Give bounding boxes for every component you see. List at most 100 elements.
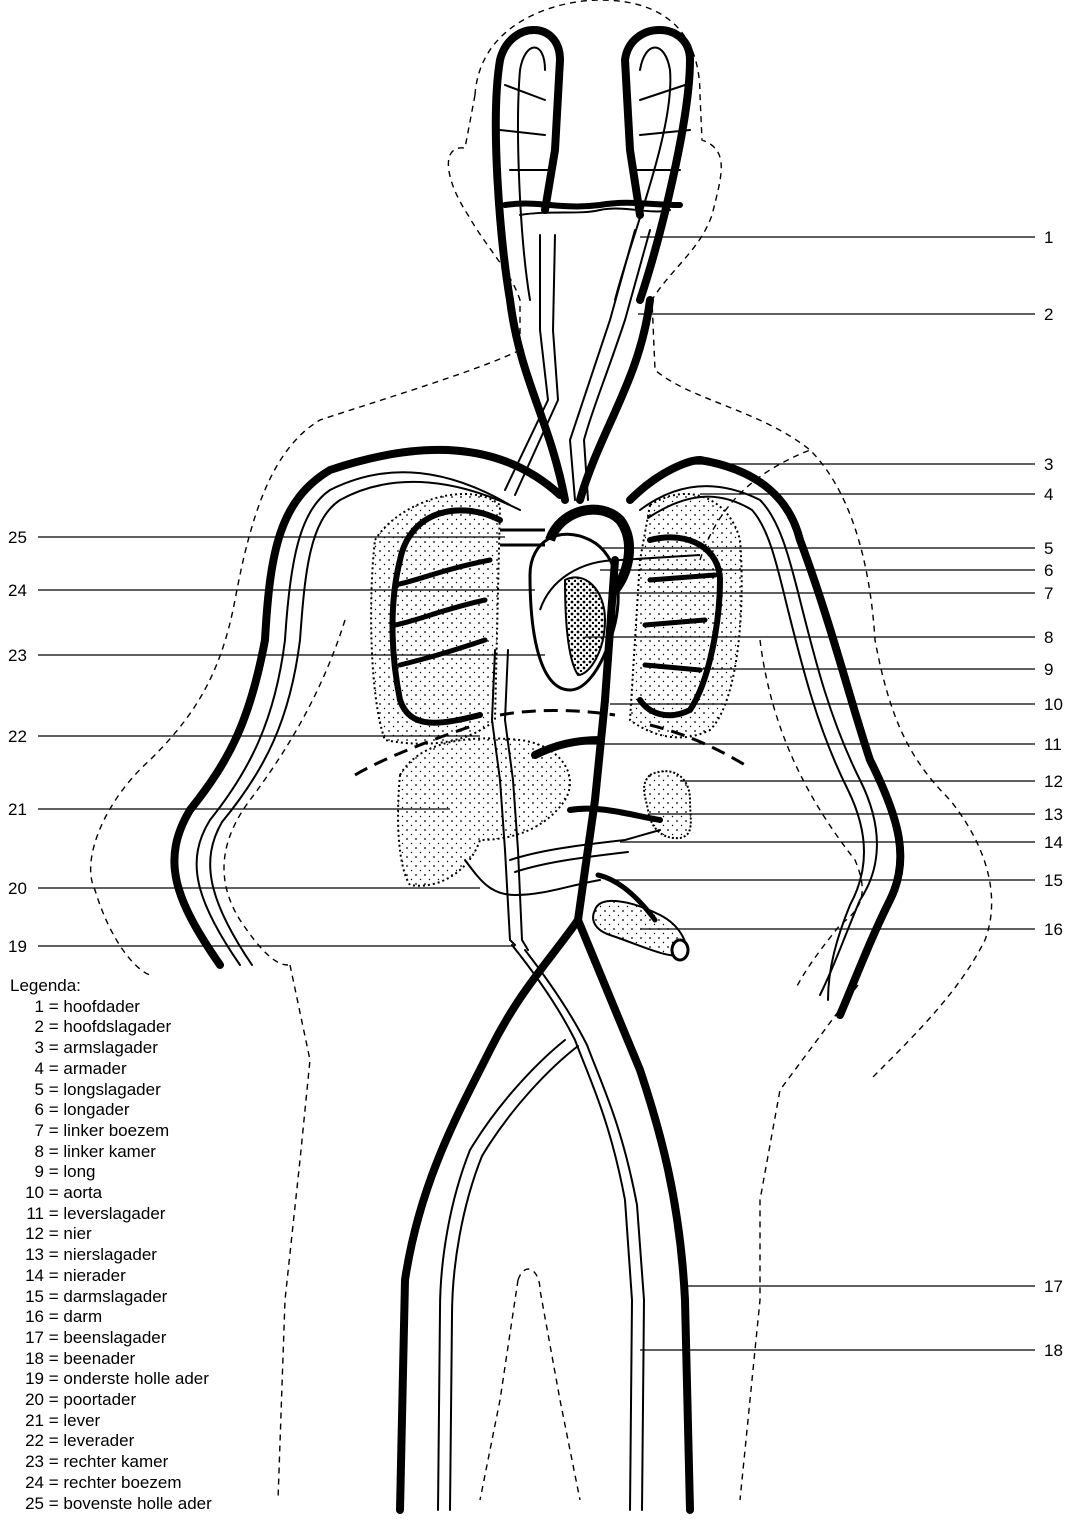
legend-item-separator: =: [44, 1349, 63, 1368]
legend-item: 22 = leverader: [10, 1431, 212, 1452]
legend-item-number: 5: [10, 1080, 44, 1101]
legend-item-separator: =: [44, 1494, 63, 1513]
legend-item-label: beenslagader: [63, 1328, 166, 1347]
legend-item: 21 = lever: [10, 1411, 212, 1432]
legend-item-number: 22: [10, 1431, 44, 1452]
legend-item-label: poortader: [63, 1390, 136, 1409]
legend-item-number: 25: [10, 1494, 44, 1515]
legend-item: 12 = nier: [10, 1224, 212, 1245]
legend-item-separator: =: [44, 1162, 63, 1181]
legend-item-label: bovenste holle ader: [63, 1494, 211, 1513]
legend-item-separator: =: [44, 1390, 63, 1409]
legend-item-label: linker kamer: [63, 1142, 156, 1161]
legend-item-number: 9: [10, 1162, 44, 1183]
legend-item: 16 = darm: [10, 1307, 212, 1328]
legend-item-number: 10: [10, 1183, 44, 1204]
legend-item-label: nierslagader: [63, 1245, 157, 1264]
callout-23: 23: [8, 646, 27, 665]
callout-7: 7: [1044, 584, 1053, 603]
legend-item-separator: =: [44, 1245, 63, 1264]
callout-16: 16: [1044, 920, 1063, 939]
legend-item: 13 = nierslagader: [10, 1245, 212, 1266]
legend-item-number: 18: [10, 1349, 44, 1370]
legend-item-number: 14: [10, 1266, 44, 1287]
callout-20: 20: [8, 879, 27, 898]
legend-item: 20 = poortader: [10, 1390, 212, 1411]
callout-25: 25: [8, 528, 27, 547]
legend-item: 9 = long: [10, 1162, 212, 1183]
legend-item-label: rechter boezem: [63, 1473, 181, 1492]
intestine: [593, 901, 688, 960]
legend-item-label: aorta: [63, 1183, 102, 1202]
legend-item-label: darm: [63, 1307, 102, 1326]
legend-item: 19 = onderste holle ader: [10, 1369, 212, 1390]
legend-item-separator: =: [44, 1204, 63, 1223]
legend-item-label: linker boezem: [63, 1121, 169, 1140]
legend-item: 24 = rechter boezem: [10, 1473, 212, 1494]
head-vessels: [496, 30, 690, 300]
callout-6: 6: [1044, 561, 1053, 580]
legend-item-label: darmslagader: [63, 1287, 167, 1306]
callout-14: 14: [1044, 833, 1063, 852]
legend-item-separator: =: [44, 1411, 63, 1430]
legend-item: 10 = aorta: [10, 1183, 212, 1204]
legend-item-number: 8: [10, 1142, 44, 1163]
legend-item-separator: =: [44, 1266, 63, 1285]
legend-item-label: hoofdslagader: [63, 1017, 171, 1036]
callout-11: 11: [1044, 735, 1062, 754]
legend-item-number: 24: [10, 1473, 44, 1494]
legend-item-label: onderste holle ader: [63, 1369, 209, 1388]
leg-vessels: [400, 920, 690, 1510]
legend-item: 8 = linker kamer: [10, 1142, 212, 1163]
callout-15: 15: [1044, 871, 1063, 890]
legend-item-number: 7: [10, 1121, 44, 1142]
legend-item: 1 = hoofdader: [10, 997, 212, 1018]
legend-item-label: leverslagader: [63, 1204, 165, 1223]
legend-item: 4 = armader: [10, 1059, 212, 1080]
callout-21: 21: [8, 800, 27, 819]
callout-10: 10: [1044, 695, 1063, 714]
legend-item-separator: =: [44, 1224, 63, 1243]
legend-item: 3 = armslagader: [10, 1038, 212, 1059]
legend-item-number: 13: [10, 1245, 44, 1266]
callout-9: 9: [1044, 660, 1053, 679]
legend-item-separator: =: [44, 1059, 63, 1078]
legend-item-separator: =: [44, 1473, 63, 1492]
legend-item-label: longslagader: [63, 1080, 160, 1099]
legend-item-label: armslagader: [63, 1038, 158, 1057]
legend-item-separator: =: [44, 1100, 63, 1119]
legend-item-label: hoofdader: [63, 997, 140, 1016]
legend-item: 25 = bovenste holle ader: [10, 1494, 212, 1515]
legend-item-separator: =: [44, 1017, 63, 1036]
legend-item-separator: =: [44, 1121, 63, 1140]
legend-item-number: 1: [10, 997, 44, 1018]
legend-item: 11 = leverslagader: [10, 1204, 212, 1225]
callout-5: 5: [1044, 539, 1053, 558]
legend-item-separator: =: [44, 1142, 63, 1161]
legend-item-label: beenader: [63, 1349, 135, 1368]
callout-19: 19: [8, 937, 27, 956]
legend-item-label: armader: [63, 1059, 126, 1078]
callout-13: 13: [1044, 805, 1063, 824]
legend-item-label: longader: [63, 1100, 129, 1119]
legend-item-number: 11: [10, 1204, 44, 1225]
callout-24: 24: [8, 581, 27, 600]
legend-item-separator: =: [44, 1287, 63, 1306]
legend-item-number: 12: [10, 1224, 44, 1245]
legend-title: Legenda:: [10, 976, 212, 997]
legend-item-number: 17: [10, 1328, 44, 1349]
legend-item-number: 3: [10, 1038, 44, 1059]
legend-item-number: 16: [10, 1307, 44, 1328]
callout-17: 17: [1044, 1277, 1063, 1296]
legend-item: 7 = linker boezem: [10, 1121, 212, 1142]
legend-item-label: nier: [63, 1224, 91, 1243]
legend-item-number: 2: [10, 1017, 44, 1038]
legend-item: 17 = beenslagader: [10, 1328, 212, 1349]
callout-2: 2: [1044, 305, 1053, 324]
legend-item-separator: =: [44, 997, 63, 1016]
legend-item-separator: =: [44, 1183, 63, 1202]
legend-item: 18 = beenader: [10, 1349, 212, 1370]
legend-item: 14 = nierader: [10, 1266, 212, 1287]
